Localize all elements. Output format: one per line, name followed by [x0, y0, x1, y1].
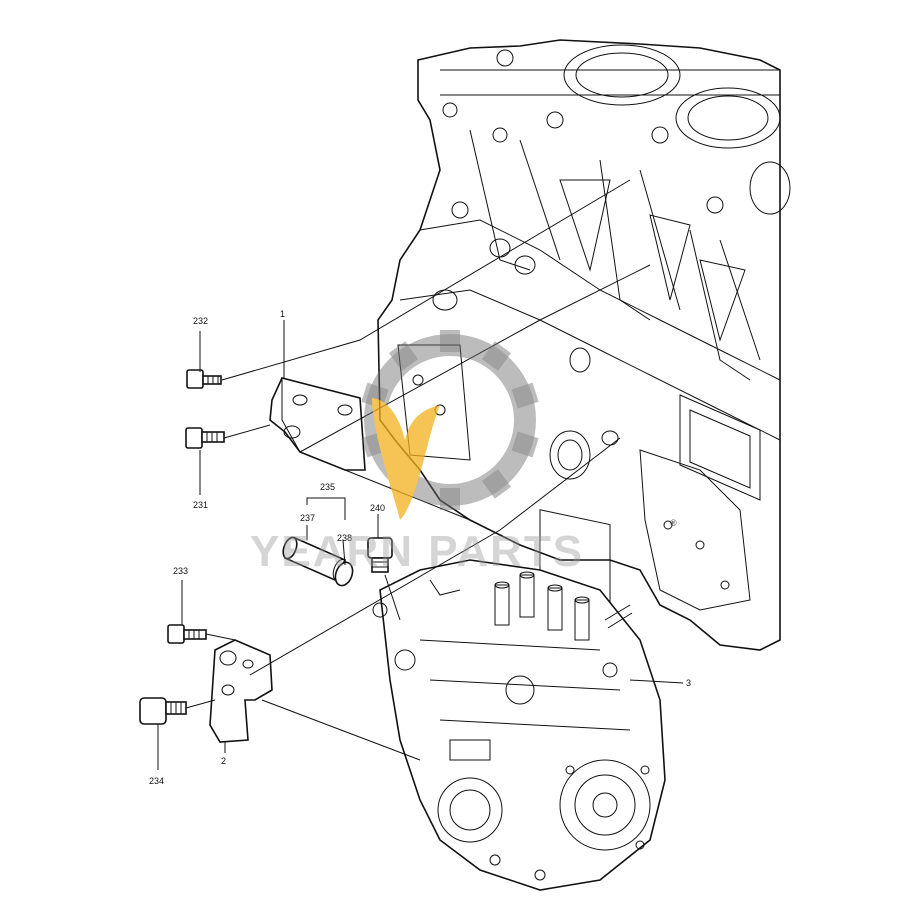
bolt-233 [167, 624, 207, 644]
gear-tooth [389, 341, 419, 371]
callout-235: 235 [320, 482, 335, 492]
callout-232: 232 [193, 316, 208, 326]
watermark: YEARN PARTS ® [250, 330, 677, 576]
registered-mark: ® [670, 518, 677, 528]
gear-tooth [440, 488, 460, 510]
injection-pump [372, 559, 666, 891]
callout-238: 238 [337, 533, 352, 543]
delivery-valves [494, 571, 633, 641]
bolt-231 [185, 427, 225, 449]
callout-237: 237 [300, 513, 315, 523]
watermark-text: YEARN PARTS [250, 527, 584, 576]
callout-3: 3 [686, 678, 691, 688]
callout-234: 234 [149, 776, 164, 786]
bolt-234 [139, 697, 187, 725]
callout-233: 233 [173, 566, 188, 576]
callout-2: 2 [221, 756, 226, 766]
o-ring-238 [334, 561, 354, 587]
engine-block [377, 39, 791, 651]
callout-231: 231 [193, 500, 208, 510]
gear-tooth [511, 382, 539, 409]
callout-240: 240 [370, 503, 385, 513]
fitting-240 [367, 537, 393, 573]
gear-tooth [481, 341, 511, 371]
bracket-2 [209, 639, 273, 743]
gear-tooth [511, 431, 539, 458]
flame-logo-icon [372, 398, 440, 520]
bolt-232 [186, 369, 222, 389]
gear-tooth [481, 469, 511, 499]
callout-1: 1 [280, 309, 285, 319]
gear-tooth [440, 330, 460, 352]
